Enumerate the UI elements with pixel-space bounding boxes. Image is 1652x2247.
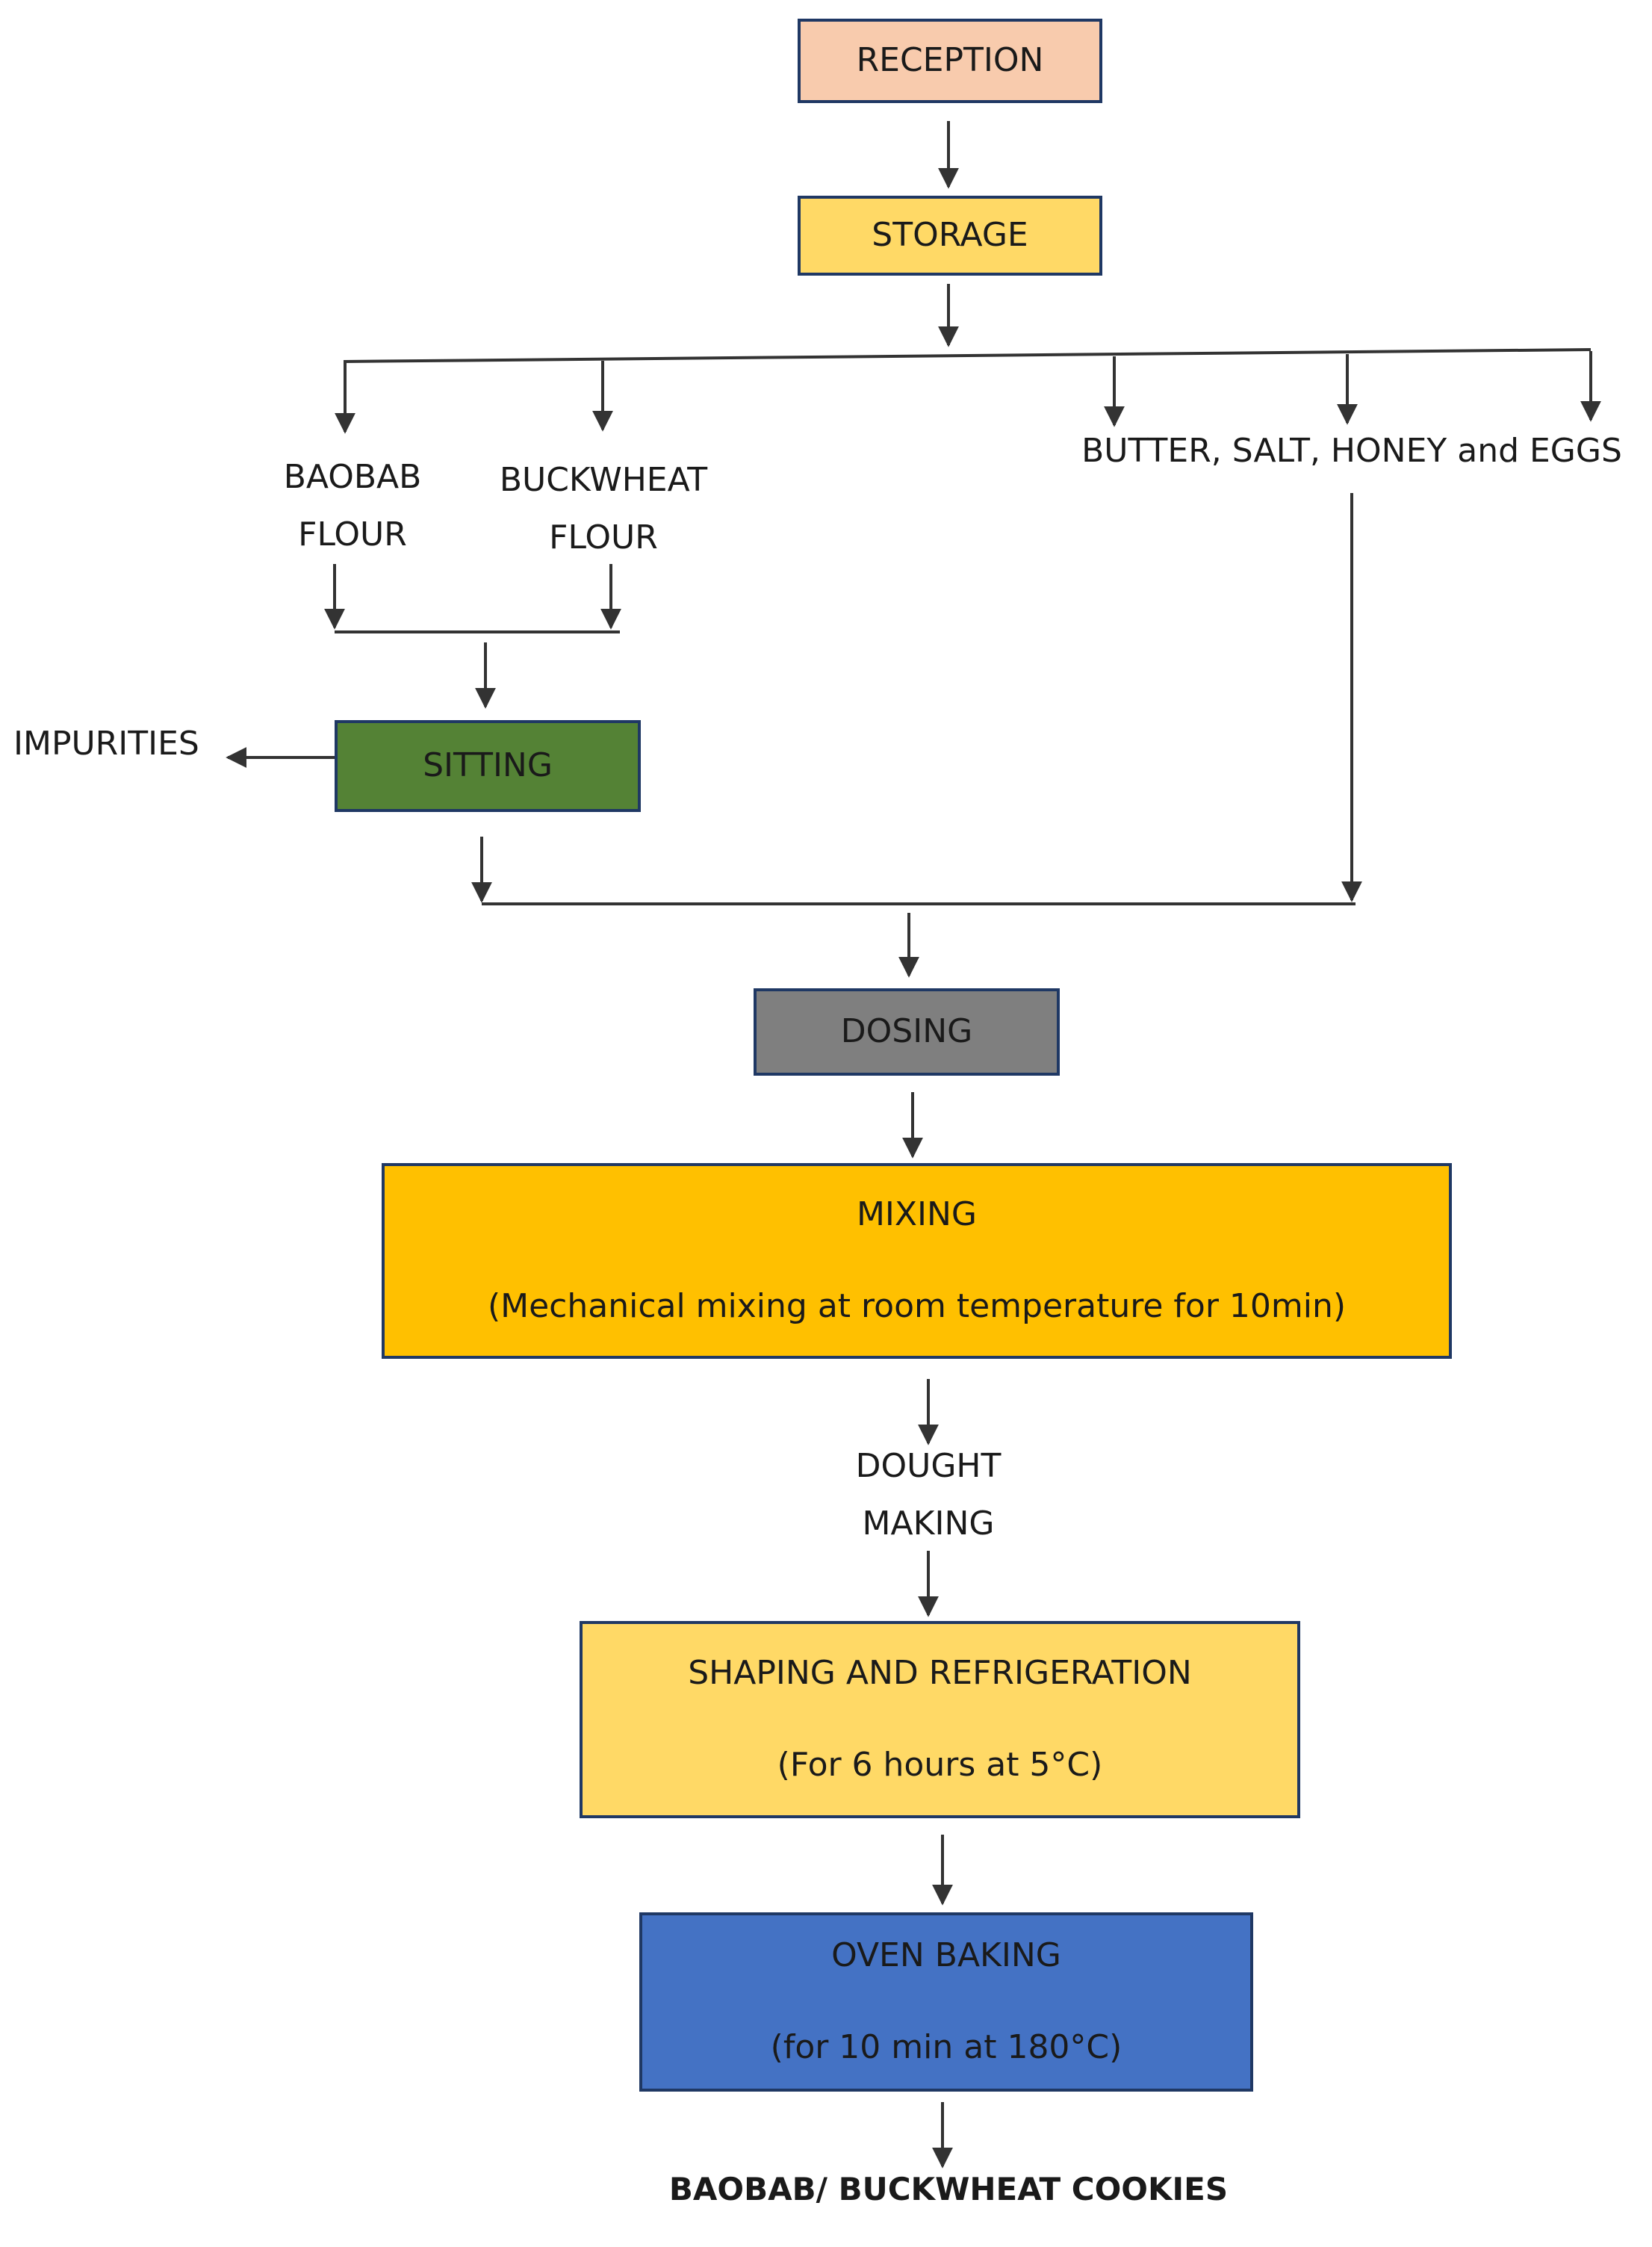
ingredients-label: BUTTER, SALT, HONEY and EGGS xyxy=(1068,432,1636,471)
baobab-flour-label: BAOBAB FLOUR xyxy=(263,448,442,563)
reception-box: RECEPTION xyxy=(798,19,1102,103)
mixing-box: MIXING (Mechanical mixing at room temper… xyxy=(382,1163,1452,1359)
dough-making-label: DOUGHT MAKING xyxy=(813,1437,1044,1552)
final-product-text: BAOBAB/ BUCKWHEAT COOKIES xyxy=(668,2171,1229,2207)
mixing-title: MIXING xyxy=(856,1195,978,1234)
reception-title: RECEPTION xyxy=(856,41,1044,80)
impurities-label: IMPURITIES xyxy=(13,725,223,764)
oven-subtitle: (for 10 min at 180°C) xyxy=(770,2028,1122,2066)
buckwheat-label-line1: BUCKWHEAT xyxy=(499,461,708,499)
dough-label-line2: MAKING xyxy=(862,1504,995,1543)
sitting-box: SITTING xyxy=(335,720,641,812)
distribution-bar xyxy=(343,348,1592,363)
oven-box: OVEN BAKING (for 10 min at 180°C) xyxy=(639,1912,1253,2092)
impurities-text: IMPURITIES xyxy=(13,725,199,763)
dosing-box: DOSING xyxy=(754,988,1060,1076)
storage-title: STORAGE xyxy=(872,216,1028,255)
shaping-box: SHAPING AND REFRIGERATION (For 6 hours a… xyxy=(580,1621,1300,1818)
sitting-title: SITTING xyxy=(423,746,553,785)
buckwheat-flour-label: BUCKWHEAT FLOUR xyxy=(484,451,723,566)
mixing-subtitle: (Mechanical mixing at room temperature f… xyxy=(487,1287,1347,1325)
oven-title: OVEN BAKING xyxy=(831,1936,1061,1975)
final-product-label: BAOBAB/ BUCKWHEAT COOKIES xyxy=(597,2171,1299,2208)
shaping-title: SHAPING AND REFRIGERATION xyxy=(688,1654,1192,1693)
ingredients-text: BUTTER, SALT, HONEY and EGGS xyxy=(1081,432,1622,470)
baobab-label-line1: BAOBAB xyxy=(283,458,422,496)
shaping-subtitle: (For 6 hours at 5°C) xyxy=(777,1746,1103,1784)
storage-box: STORAGE xyxy=(798,196,1102,276)
baobab-label-line2: FLOUR xyxy=(298,515,407,554)
dosing-title: DOSING xyxy=(840,1012,973,1051)
buckwheat-label-line2: FLOUR xyxy=(549,518,658,557)
dough-label-line1: DOUGHT xyxy=(855,1447,1002,1485)
